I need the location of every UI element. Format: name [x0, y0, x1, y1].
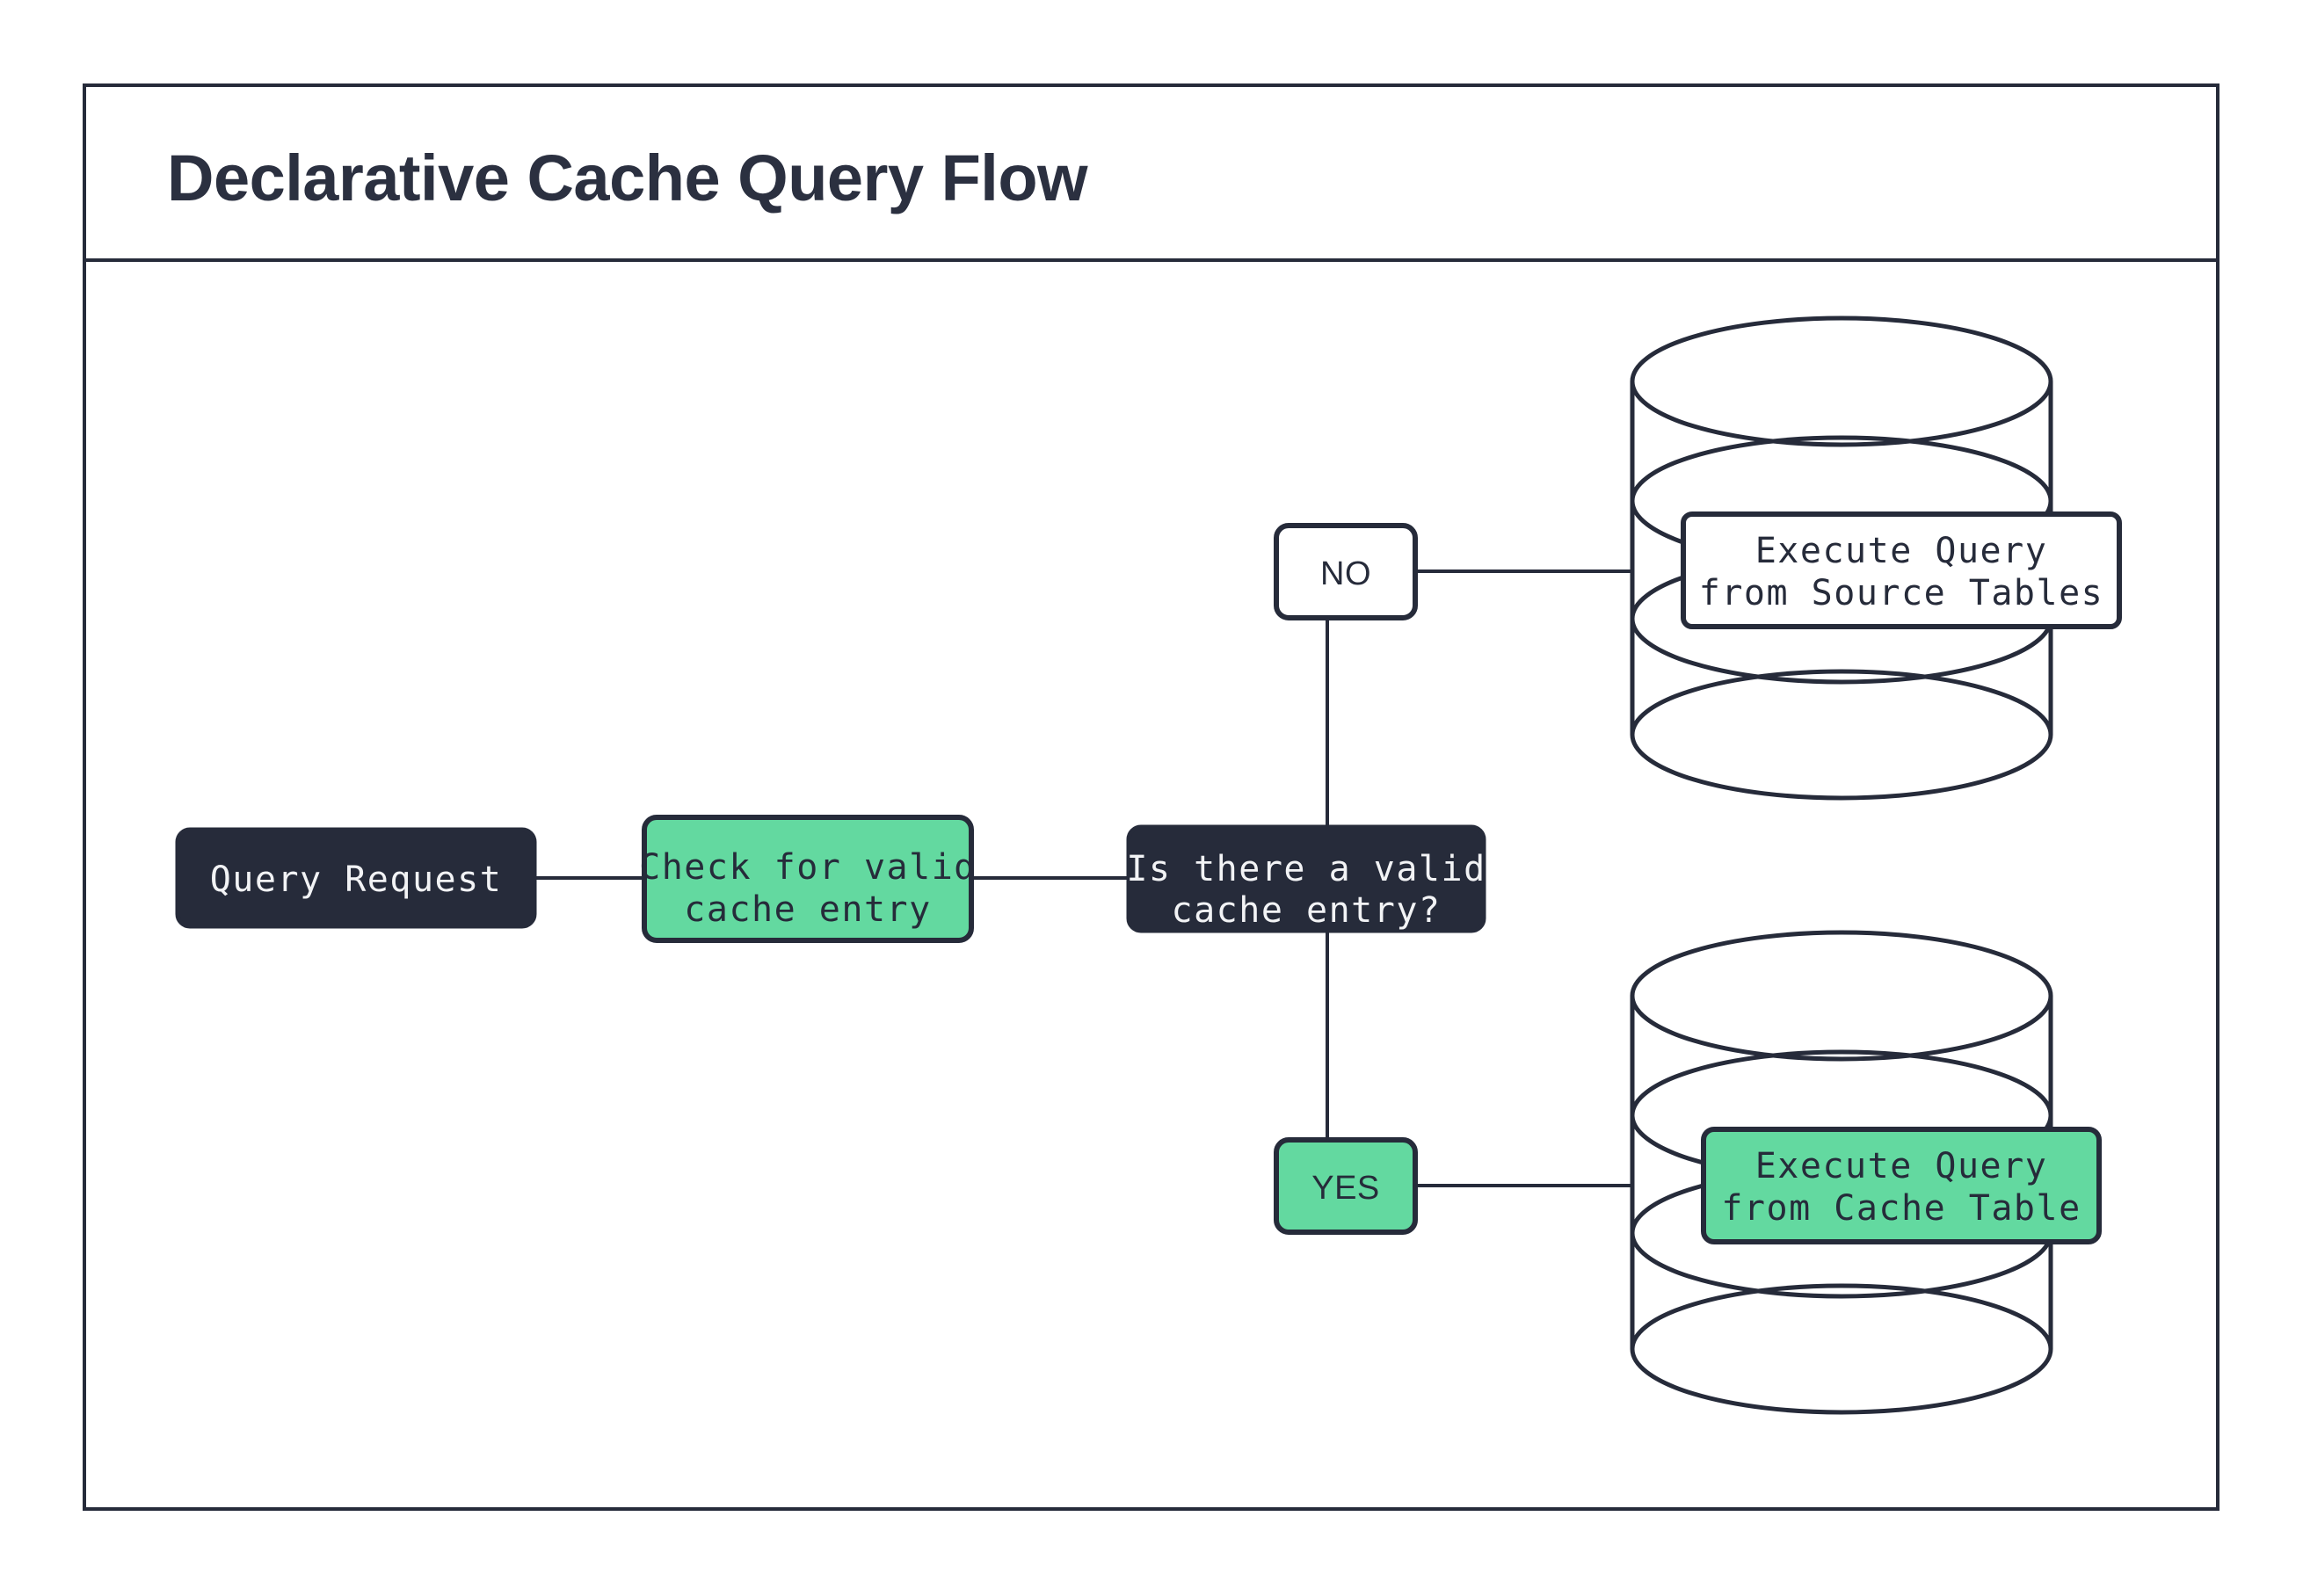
node-decision-line1: Is there a valid — [1126, 849, 1486, 889]
node-branch-yes-label: YES — [1311, 1170, 1380, 1207]
node-cache-table[interactable]: Execute Query from Cache Table — [1701, 1127, 2102, 1244]
node-decision[interactable]: Is there a valid cache entry? — [1126, 824, 1486, 933]
node-query-request[interactable]: Query Request — [175, 827, 537, 929]
node-source-tables-line1: Execute Query — [1755, 531, 2048, 571]
node-decision-line2: cache entry? — [1172, 890, 1442, 931]
node-check-cache-line1: Check for valid — [639, 847, 977, 888]
node-check-cache[interactable]: Check for valid cache entry — [639, 815, 977, 943]
node-branch-yes[interactable]: YES — [1274, 1137, 1418, 1235]
diagram-frame — [83, 83, 2219, 1511]
node-source-tables[interactable]: Execute Query from Source Tables — [1681, 511, 2122, 629]
node-branch-no[interactable]: NO — [1274, 523, 1418, 620]
node-source-tables-line2: from Source Tables — [1699, 573, 2103, 613]
node-cache-table-line2: from Cache Table — [1721, 1188, 2081, 1229]
page-title: Declarative Cache Query Flow — [167, 141, 1088, 214]
node-check-cache-line2: cache entry — [684, 889, 931, 930]
node-cache-table-line1: Execute Query — [1755, 1146, 2048, 1186]
node-query-request-label: Query Request — [210, 860, 503, 900]
node-branch-no-label: NO — [1320, 555, 1371, 592]
